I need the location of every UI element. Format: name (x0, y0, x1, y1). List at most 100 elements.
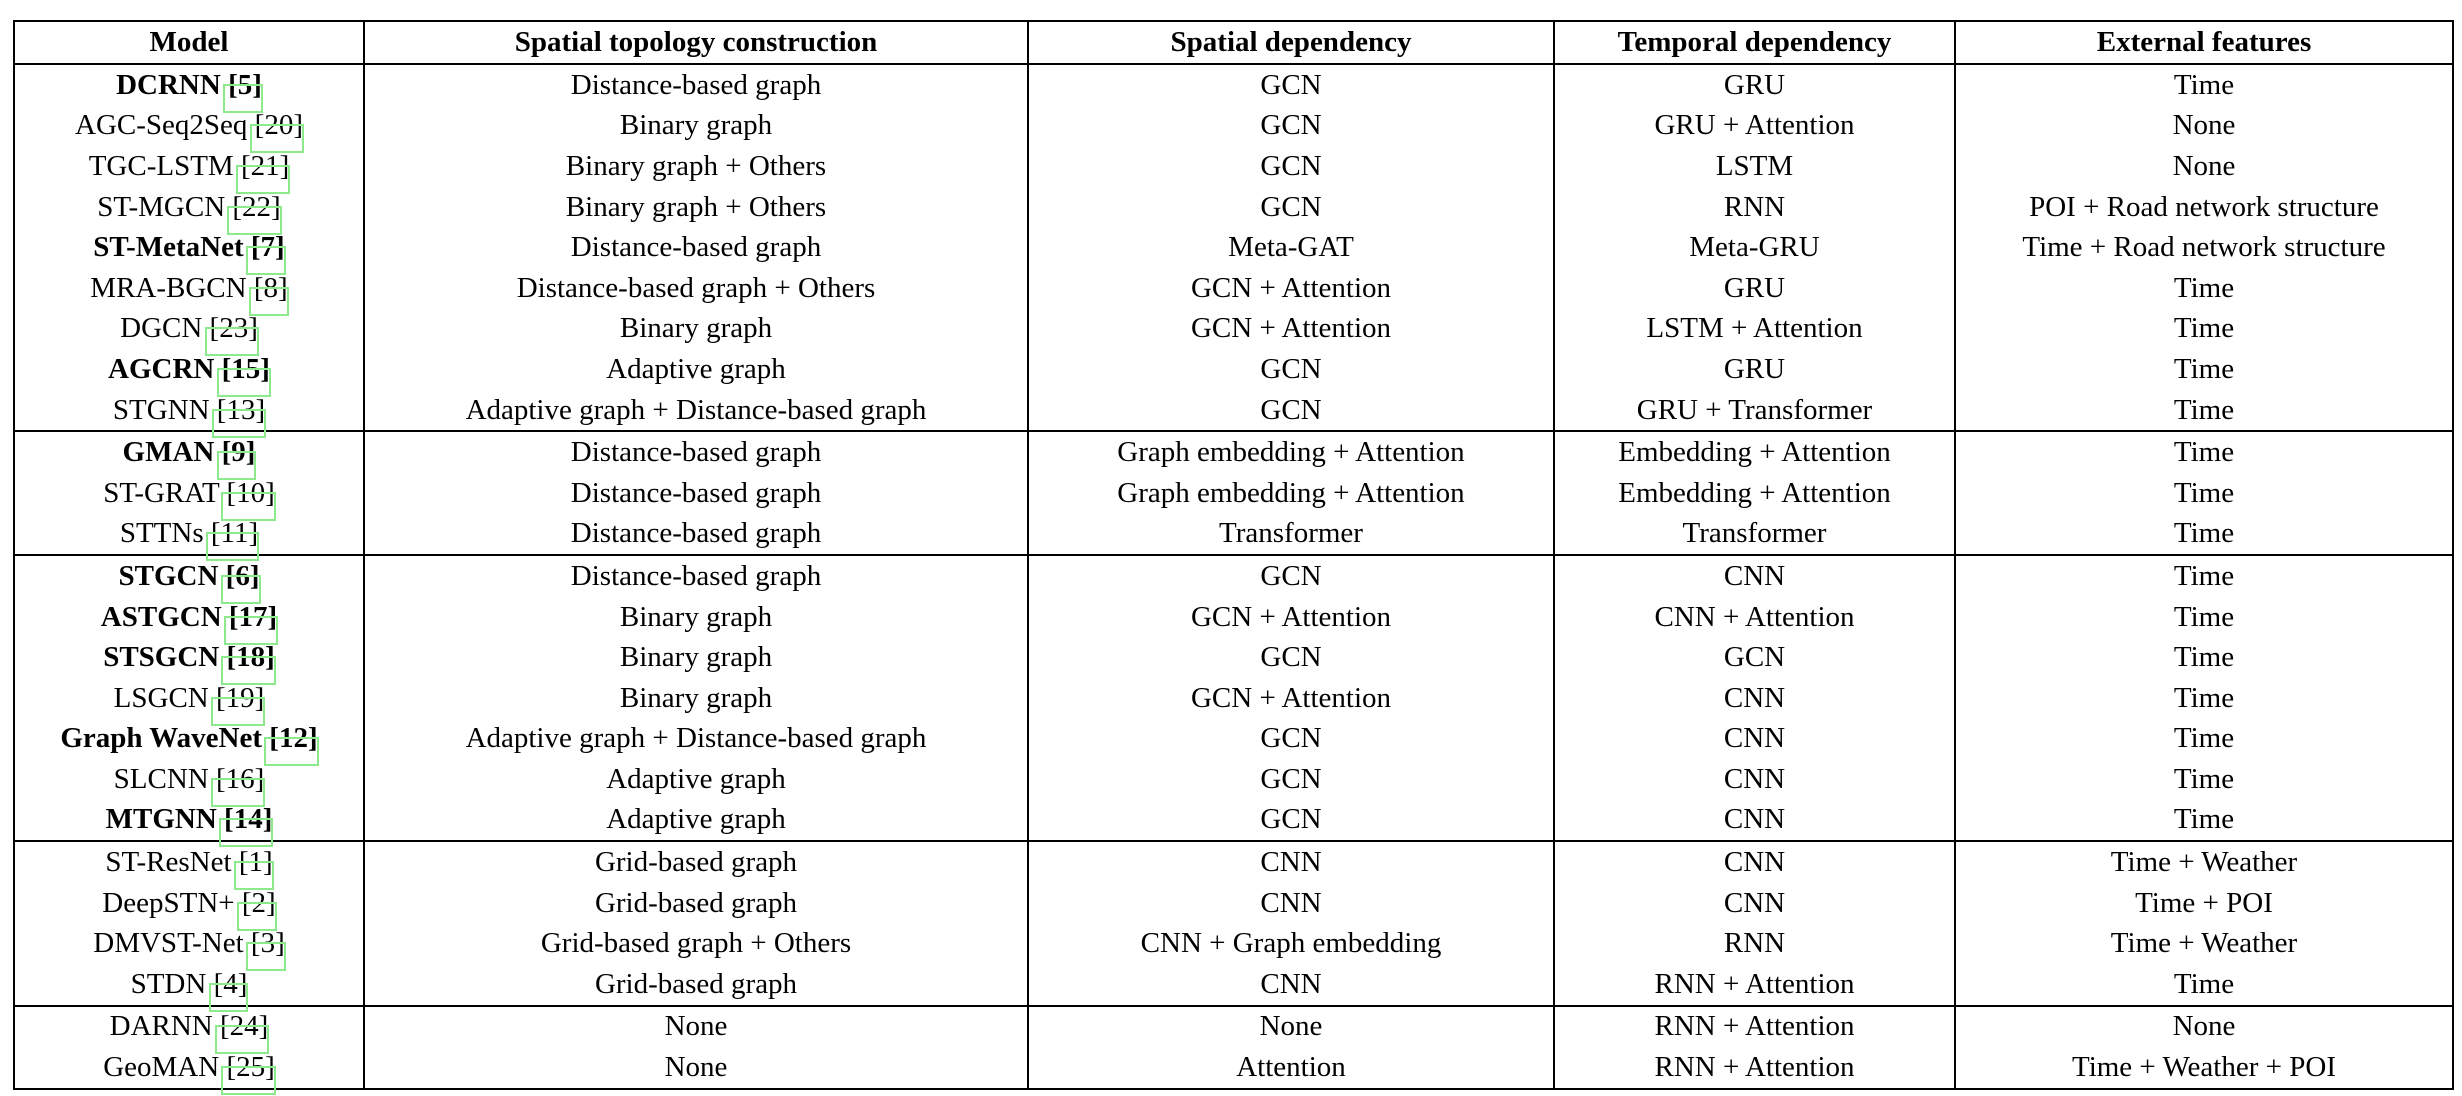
cell-spatial-topology: Adaptive graph (363, 799, 1029, 842)
citation-link[interactable]: [6] (220, 559, 261, 604)
cell-spatial-dependency: GCN (1027, 554, 1555, 597)
citation-link[interactable]: [9] (216, 436, 257, 481)
cell-model: GeoMAN [25] (13, 1047, 365, 1096)
cell-model: DCRNN [5] (13, 64, 365, 113)
citation-link[interactable]: [21] (235, 149, 291, 194)
cell-spatial-dependency: GCN (1027, 637, 1555, 678)
cell-spatial-topology: Adaptive graph (363, 349, 1029, 390)
citation-link[interactable]: [19] (210, 681, 266, 726)
cell-model: ST-ResNet [1] (13, 840, 365, 891)
model-name: GeoMAN (103, 1051, 220, 1084)
cell-spatial-dependency: GCN (1027, 146, 1555, 187)
citation-link[interactable]: [5] (223, 68, 263, 113)
cell-model: ST-GRAT [10] (13, 472, 365, 521)
citation-link[interactable]: [20] (249, 109, 305, 154)
citation-link[interactable]: [22] (227, 190, 283, 235)
cell-external-features: Time + Weather + POI (1954, 1047, 2454, 1089)
citation-link[interactable]: [1] (233, 846, 274, 891)
cell-temporal-dependency: RNN + Attention (1553, 1004, 1956, 1048)
citation-link[interactable]: [4] (208, 967, 249, 1012)
citation-link[interactable]: [16] (210, 762, 266, 807)
cell-spatial-topology: Binary graph (363, 105, 1029, 147)
cell-model: STGCN [6] (13, 554, 365, 604)
cell-external-features: Time (1954, 267, 2454, 309)
cell-spatial-topology: Binary graph (363, 596, 1029, 638)
cell-temporal-dependency: Embedding + Attention (1553, 430, 1956, 473)
citation-link[interactable]: [2] (236, 886, 277, 931)
table-row: MRA-BGCN [8]Distance-based graph + Other… (13, 267, 2454, 316)
cell-temporal-dependency: CNN (1553, 554, 1956, 597)
cell-temporal-dependency: CNN (1553, 799, 1956, 842)
cell-spatial-topology: Grid-based graph (363, 840, 1029, 883)
cell-spatial-topology: Distance-based graph (363, 64, 1029, 106)
cell-model: DGCN [23] (13, 308, 365, 357)
cell-spatial-dependency: GCN (1027, 349, 1555, 390)
model-name: Graph WaveNet (60, 722, 263, 755)
citation-link[interactable]: [8] (248, 271, 289, 316)
citation-link[interactable]: [11] (205, 517, 260, 562)
cell-model: ASTGCN [17] (13, 596, 365, 645)
cell-spatial-dependency: Attention (1027, 1047, 1555, 1089)
citation-link[interactable]: [25] (221, 1051, 277, 1096)
citation-link[interactable]: [17] (223, 600, 279, 645)
citation-link[interactable]: [15] (216, 352, 272, 397)
model-name: STSGCN (103, 641, 220, 674)
citation-link[interactable]: [14] (219, 803, 274, 848)
cell-spatial-topology: Adaptive graph (363, 759, 1029, 800)
cell-external-features: Time (1954, 677, 2454, 719)
cell-spatial-topology: Binary graph (363, 308, 1029, 350)
model-name: ST-MGCN (97, 190, 226, 223)
model-name: DGCN (120, 312, 203, 345)
cell-temporal-dependency: LSTM (1553, 146, 1956, 187)
model-name: DARNN (109, 1010, 213, 1043)
cell-external-features: Time (1954, 637, 2454, 678)
cell-spatial-topology: Grid-based graph (363, 964, 1029, 1006)
cell-spatial-topology: Grid-based graph + Others (363, 923, 1029, 965)
cell-external-features: Time (1954, 389, 2454, 432)
col-header-model: Model (13, 21, 365, 65)
model-name: MRA-BGCN (90, 271, 247, 304)
cell-spatial-topology: Distance-based graph (363, 227, 1029, 268)
citation-link[interactable]: [10] (221, 476, 277, 521)
col-header-spatial-topology: Spatial topology construction (363, 21, 1029, 65)
cell-spatial-dependency: CNN (1027, 882, 1555, 924)
cell-spatial-topology: Adaptive graph + Distance-based graph (363, 718, 1029, 760)
cell-external-features: Time (1954, 349, 2454, 390)
cell-model: STGNN [13] (13, 389, 365, 438)
citation-link[interactable]: [12] (264, 722, 319, 767)
cell-spatial-topology: Distance-based graph (363, 472, 1029, 514)
model-name: ST-ResNet (105, 846, 232, 879)
cell-temporal-dependency: RNN + Attention (1553, 1047, 1956, 1089)
cell-spatial-topology: Distance-based graph (363, 513, 1029, 556)
col-header-temporal-dependency: Temporal dependency (1553, 21, 1956, 65)
cell-spatial-topology: Grid-based graph (363, 882, 1029, 924)
citation-link[interactable]: [13] (211, 393, 267, 438)
cell-spatial-dependency: GCN (1027, 64, 1555, 106)
citation-link[interactable]: [24] (214, 1010, 270, 1055)
cell-temporal-dependency: RNN (1553, 923, 1956, 965)
model-name: ST-GRAT (103, 476, 220, 509)
cell-model: AGCRN [15] (13, 349, 365, 397)
model-name: AGCRN (108, 352, 215, 385)
cell-external-features: None (1954, 1004, 2454, 1048)
cell-temporal-dependency: RNN (1553, 186, 1956, 228)
cell-external-features: Time (1954, 554, 2454, 597)
cell-external-features: POI + Road network structure (1954, 186, 2454, 228)
cell-model: LSGCN [19] (13, 677, 365, 726)
cell-model: AGC-Seq2Seq [20] (13, 105, 365, 154)
citation-link[interactable]: [23] (204, 312, 260, 357)
cell-spatial-dependency: GCN (1027, 186, 1555, 228)
cell-model: Graph WaveNet [12] (13, 718, 365, 767)
citation-link[interactable]: [18] (221, 641, 277, 686)
cell-external-features: None (1954, 105, 2454, 147)
citation-link[interactable]: [3] (245, 927, 286, 972)
cell-temporal-dependency: GRU + Transformer (1553, 389, 1956, 432)
cell-temporal-dependency: GRU + Attention (1553, 105, 1956, 147)
citation-link[interactable]: [7] (245, 231, 286, 276)
